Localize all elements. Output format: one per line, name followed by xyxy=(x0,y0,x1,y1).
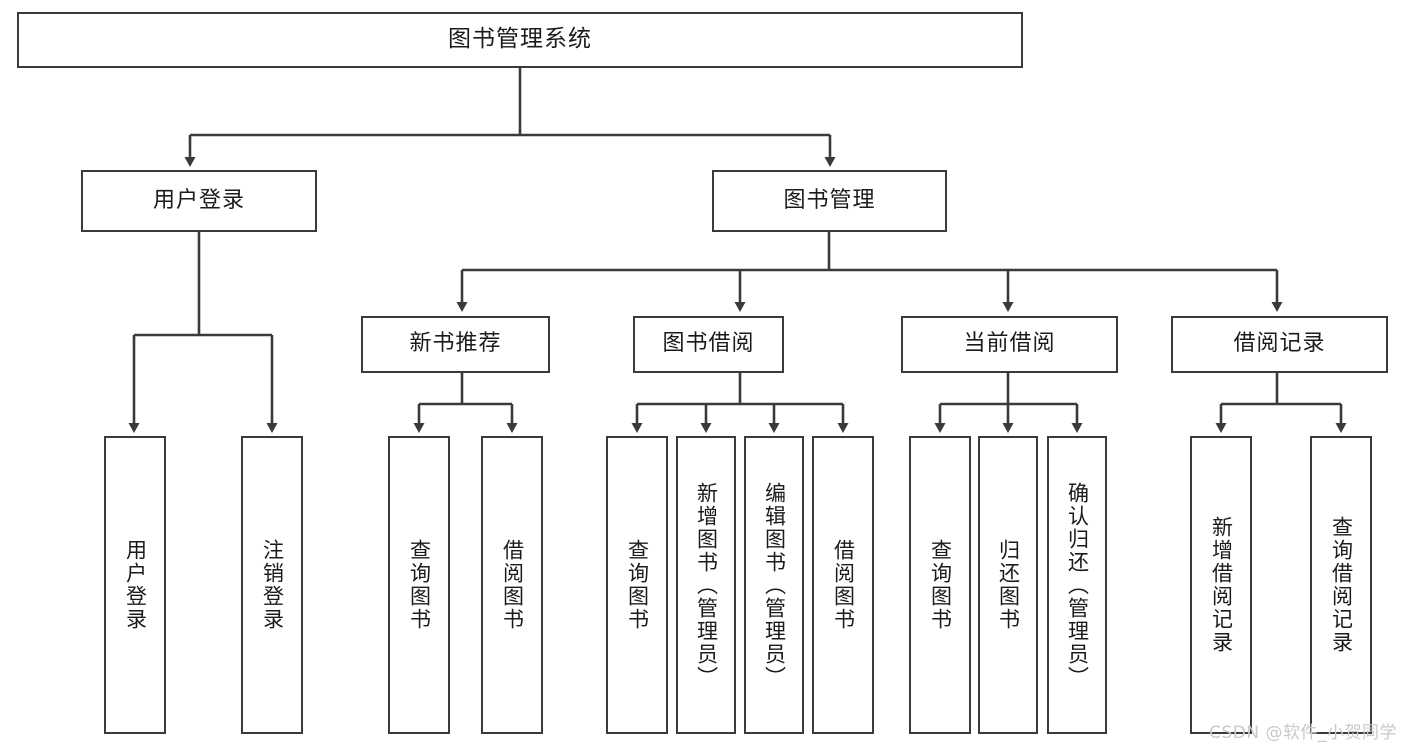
node-book-borrow-label: 图书借阅 xyxy=(662,331,755,357)
node-leaf-user-login[interactable]: 用户登录 xyxy=(104,436,166,734)
node-current-borrow[interactable]: 当前借阅 xyxy=(901,316,1118,373)
node-book-borrow[interactable]: 图书借阅 xyxy=(633,316,784,373)
node-root-label: 图书管理系统 xyxy=(448,26,592,53)
node-leaf-query-book-3[interactable]: 查询图书 xyxy=(909,436,971,734)
node-leaf-add-borrow-record[interactable]: 新增借阅记录 xyxy=(1190,436,1252,734)
node-leaf-add-borrow-record-label: 新增借阅记录 xyxy=(1209,516,1234,654)
node-leaf-borrow-book-2[interactable]: 借阅图书 xyxy=(812,436,874,734)
node-leaf-confirm-return-admin-label: 确认归还（管理员） xyxy=(1065,481,1090,689)
node-leaf-borrow-book-1[interactable]: 借阅图书 xyxy=(481,436,543,734)
node-leaf-edit-book-admin-label: 编辑图书（管理员） xyxy=(762,481,787,689)
node-leaf-confirm-return-admin[interactable]: 确认归还（管理员） xyxy=(1047,436,1107,734)
node-borrow-record[interactable]: 借阅记录 xyxy=(1171,316,1388,373)
node-leaf-borrow-book-1-label: 借阅图书 xyxy=(500,539,525,631)
node-leaf-edit-book-admin[interactable]: 编辑图书（管理员） xyxy=(744,436,804,734)
node-leaf-query-book-3-label: 查询图书 xyxy=(928,539,953,631)
node-new-book-recommend[interactable]: 新书推荐 xyxy=(361,316,550,373)
node-leaf-return-book-label: 归还图书 xyxy=(996,539,1021,631)
node-leaf-query-borrow-record-label: 查询借阅记录 xyxy=(1329,516,1354,654)
node-leaf-query-book-2[interactable]: 查询图书 xyxy=(606,436,668,734)
node-leaf-query-borrow-record[interactable]: 查询借阅记录 xyxy=(1310,436,1372,734)
node-leaf-logout-login-label: 注销登录 xyxy=(260,539,285,631)
node-leaf-add-book-admin-label: 新增图书（管理员） xyxy=(694,481,719,689)
node-leaf-return-book[interactable]: 归还图书 xyxy=(978,436,1038,734)
node-borrow-record-label: 借阅记录 xyxy=(1233,331,1326,357)
node-leaf-borrow-book-2-label: 借阅图书 xyxy=(831,539,856,631)
node-leaf-logout-login[interactable]: 注销登录 xyxy=(241,436,303,734)
node-book-manage-label: 图书管理 xyxy=(783,187,876,213)
node-leaf-query-book-2-label: 查询图书 xyxy=(625,539,650,631)
node-leaf-add-book-admin[interactable]: 新增图书（管理员） xyxy=(676,436,736,734)
csdn-watermark: CSDN @软件_小贺同学 xyxy=(1209,723,1397,743)
node-book-manage[interactable]: 图书管理 xyxy=(712,170,947,232)
node-user-login[interactable]: 用户登录 xyxy=(81,170,317,232)
node-leaf-query-book-1[interactable]: 查询图书 xyxy=(388,436,450,734)
node-leaf-user-login-label: 用户登录 xyxy=(123,539,148,631)
node-leaf-query-book-1-label: 查询图书 xyxy=(407,539,432,631)
node-new-book-recommend-label: 新书推荐 xyxy=(409,331,502,357)
node-root[interactable]: 图书管理系统 xyxy=(17,12,1023,68)
node-current-borrow-label: 当前借阅 xyxy=(963,331,1056,357)
node-user-login-label: 用户登录 xyxy=(152,187,245,213)
